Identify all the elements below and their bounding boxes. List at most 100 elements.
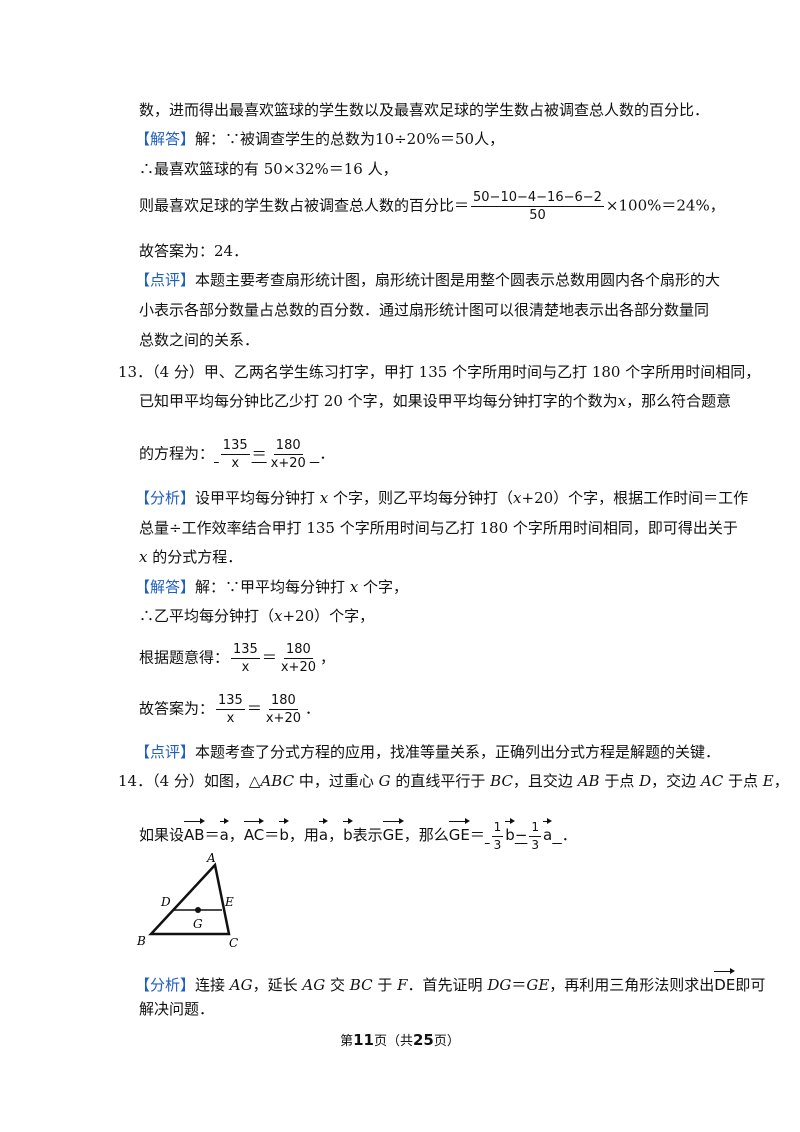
- text: 故答案为：: [139, 699, 215, 718]
- text: ，且交边: [512, 772, 578, 790]
- analysis-line: 【分析】设甲平均每分钟打 x 个字，则乙平均每分钟打（x+20）个字，根据工作时…: [135, 487, 748, 509]
- text: 已知甲平均每分钟比乙少打 20 个字，如果设甲平均每分钟打字的个数为: [139, 392, 618, 410]
- text: 的分式方程．: [147, 548, 243, 566]
- fraction-denominator: 50: [529, 208, 546, 223]
- text: 本题主要考查扇形统计图，扇形统计图是用整个圆表示总数用圆内各个扇形的大: [195, 271, 721, 289]
- equals: ＝: [246, 699, 262, 718]
- vector-ge: GE: [448, 818, 470, 846]
- vector-a: a: [318, 818, 329, 846]
- answer-line: 【解答】解：∵甲平均每分钟打 x 个字，: [135, 576, 408, 598]
- answer-tag: 【解答】: [135, 578, 196, 596]
- comment-tag: 【点评】: [135, 271, 196, 289]
- text-line: 已知甲平均每分钟比乙少打 20 个字，如果设甲平均每分钟打字的个数为x，那么符合…: [139, 390, 731, 412]
- text: ∴乙平均每分钟打（: [139, 607, 275, 625]
- total-pages: 25: [413, 1031, 434, 1049]
- text: ，: [328, 826, 344, 844]
- text: ．: [319, 444, 335, 463]
- text: 本题考查了分式方程的应用，找准等量关系，正确列出分式方程是解题的关键．: [195, 743, 721, 761]
- vector-b: b: [279, 818, 289, 846]
- text-line: 解决问题．: [139, 1000, 215, 1018]
- text: 则最喜欢足球的学生数占被调查总人数的百分比＝: [139, 196, 470, 215]
- fraction-denominator: x+20: [270, 456, 306, 471]
- text-line: 小表示各部分数量占总数的百分数．通过扇形统计图可以很清楚地表示出各部分数量同: [139, 301, 710, 319]
- text: 于点: [723, 772, 763, 790]
- variable: D: [639, 772, 652, 790]
- text: ，延长: [252, 976, 303, 994]
- text-line: 总数之间的关系．: [139, 331, 260, 349]
- comment-line: 【点评】本题考查了分式方程的应用，找准等量关系，正确列出分式方程是解题的关键．: [135, 741, 720, 763]
- text: ，那么: [403, 826, 449, 844]
- analysis-tag: 【分析】: [135, 976, 196, 994]
- equals: ＝: [264, 826, 280, 844]
- analysis-tag: 【分析】: [135, 489, 196, 507]
- fraction-numerator: 50−10−4−16−6−2: [471, 190, 604, 207]
- question-14-line: 14．（4 分）如图，△ABC 中，过重心 G 的直线平行于 BC，且交边 AB…: [118, 770, 789, 792]
- minus: −: [514, 826, 528, 844]
- fraction-numerator: 1: [491, 820, 504, 837]
- text-line: ∴最喜欢篮球的有 50×32%＝16 人，: [139, 160, 398, 178]
- text: 于: [372, 976, 398, 994]
- question-13-line: 13．（4 分）甲、乙两名学生练习打字，甲打 135 个字所用时间与乙打 180…: [118, 363, 761, 381]
- answer-tag: 【解答】: [135, 130, 196, 148]
- equals: ＝: [204, 826, 220, 844]
- vector-ab: AB: [184, 818, 205, 846]
- text-line: ∴乙平均每分钟打（x+20）个字，: [139, 605, 374, 627]
- text: 解：∵甲平均每分钟打: [195, 578, 350, 596]
- text: 交: [325, 976, 350, 994]
- fraction-numerator: 180: [273, 438, 303, 455]
- text-line: x 的分式方程．: [139, 546, 242, 568]
- text: ．首先证明: [407, 976, 488, 994]
- variable: ABC: [260, 772, 295, 790]
- fraction-denominator: x+20: [265, 711, 301, 726]
- variable: E: [762, 772, 774, 790]
- text: ．: [561, 826, 577, 844]
- text: 14．（4 分）如图，△: [118, 772, 261, 790]
- page-footer: 第11页（共25页）: [0, 1030, 800, 1049]
- fraction-denominator: x: [241, 660, 250, 675]
- variable: x: [513, 489, 522, 507]
- text: 根据题意得：: [139, 648, 230, 667]
- variable: F: [397, 976, 408, 994]
- variable: AB: [577, 772, 600, 790]
- fraction-numerator: 135: [216, 693, 245, 710]
- text: +20）个字，根据工作时间＝工作: [521, 489, 749, 507]
- fraction-denominator: x+20: [280, 660, 316, 675]
- text: ，: [320, 648, 336, 667]
- variable: x: [617, 392, 627, 410]
- text: ，: [228, 826, 244, 844]
- fraction-numerator: 135: [220, 438, 250, 455]
- equals: ＝: [469, 826, 485, 844]
- variable: G: [378, 772, 391, 790]
- analysis-line: 【分析】连接 AG，延长 AG 交 BC 于 F．首先证明 DG＝GE，再利用三…: [135, 968, 765, 996]
- text: ，再利用三角形法则求出: [549, 976, 715, 994]
- text: ，用: [288, 826, 319, 844]
- fraction-denominator: 3: [531, 837, 540, 852]
- fraction-denominator: x: [231, 456, 240, 471]
- text: ＝: [511, 976, 527, 994]
- text-line: 总量÷工作效率结合甲打 135 个字所用时间与乙打 180 个字所用时间相同，即…: [139, 519, 738, 537]
- centroid-point: [195, 907, 201, 913]
- equals: ＝: [251, 444, 267, 463]
- text: ，交边: [651, 772, 701, 790]
- label-g: G: [193, 917, 203, 931]
- footer-text: 页（共: [373, 1034, 413, 1049]
- text: ，那么符合题意: [626, 392, 732, 410]
- variable: DG: [487, 976, 512, 994]
- text: 于点: [599, 772, 640, 790]
- answer-line: 【解答】解：∵被调查学生的总数为10÷20%＝50人，: [135, 128, 504, 150]
- comment-tag: 【点评】: [135, 743, 196, 761]
- variable: BC: [349, 976, 373, 994]
- text: ．: [305, 699, 321, 718]
- variable: AG: [302, 976, 326, 994]
